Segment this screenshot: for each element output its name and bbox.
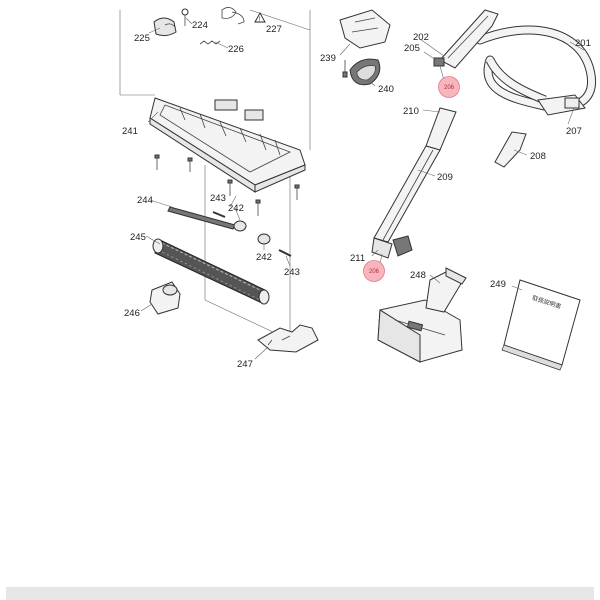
part-243-pins: [212, 211, 292, 257]
label-226: 226: [228, 44, 244, 55]
part-205-switch: [433, 57, 445, 67]
label-244: 244: [137, 195, 153, 206]
label-201: 201: [575, 38, 591, 49]
part-labels: 224 225 226 227 239 240 241 242 243 244 …: [122, 20, 591, 370]
part-201-hose: [475, 25, 597, 112]
label-243a: 243: [210, 193, 226, 204]
footer-bar: [6, 587, 594, 600]
screws-set: [154, 154, 300, 216]
label-248: 248: [410, 270, 426, 281]
part-211-joint: [371, 235, 413, 259]
part-227-wiring: !: [221, 7, 266, 25]
part-248-floor-nozzle: [377, 267, 467, 363]
part-226-spring: [199, 40, 221, 45]
label-209: 209: [437, 172, 453, 183]
part-208-crevice: [494, 131, 527, 168]
label-206-bottom: 206: [369, 269, 380, 275]
label-242b: 242: [256, 252, 272, 263]
part-249-manual: 取扱説明書: [501, 279, 581, 371]
part-245-brush-roll: [152, 238, 270, 305]
part-225: [153, 17, 177, 37]
label-241: 241: [122, 126, 138, 137]
part-224: [181, 8, 189, 26]
label-240: 240: [378, 84, 394, 95]
part-239-clip: [339, 9, 391, 78]
label-246: 246: [124, 308, 140, 319]
label-205: 205: [404, 43, 420, 54]
part-242-bearings: [233, 220, 271, 245]
part-209-extension-pipe: [373, 145, 441, 243]
svg-text:!: !: [259, 17, 261, 23]
label-208: 208: [530, 151, 546, 162]
highlight-206-top: 206: [438, 76, 460, 98]
label-245: 245: [130, 232, 146, 243]
label-211: 211: [350, 253, 365, 264]
label-239: 239: [320, 53, 336, 64]
label-243b: 243: [284, 267, 300, 278]
label-207: 207: [566, 126, 582, 137]
part-202-handle: [439, 9, 499, 69]
label-206-top: 206: [444, 85, 455, 91]
part-246-end-cap: [149, 281, 181, 315]
label-202: 202: [413, 32, 429, 43]
part-244-strip: [167, 206, 236, 230]
label-242a: 242: [228, 203, 244, 214]
label-210: 210: [403, 106, 419, 117]
part-247-bracket: [257, 324, 319, 353]
label-247: 247: [237, 359, 253, 370]
part-240-filter-ring: [349, 58, 381, 86]
label-225: 225: [134, 33, 150, 44]
label-224: 224: [192, 20, 208, 31]
label-227: 227: [266, 24, 282, 35]
part-241-housing: [149, 97, 306, 193]
highlight-206-bottom: 206: [363, 260, 385, 282]
part-210-pipe-top: [425, 107, 457, 151]
label-249: 249: [490, 279, 506, 290]
